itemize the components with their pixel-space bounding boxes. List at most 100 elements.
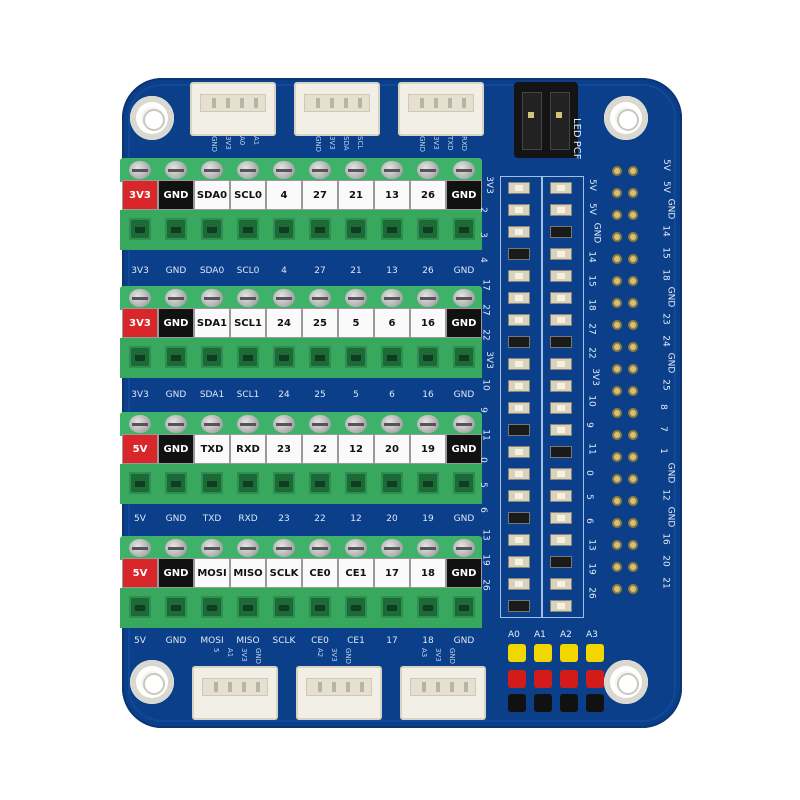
wire-clamp-opening[interactable] bbox=[381, 472, 403, 494]
terminal-screw[interactable] bbox=[381, 539, 403, 557]
terminal-screw[interactable] bbox=[309, 161, 331, 179]
wire-clamp-opening[interactable] bbox=[201, 346, 223, 368]
terminal-screw[interactable] bbox=[237, 161, 259, 179]
terminal-screw[interactable] bbox=[345, 415, 367, 433]
wire-clamp-opening[interactable] bbox=[201, 472, 223, 494]
wire-clamp-opening[interactable] bbox=[345, 346, 367, 368]
jumper-header-pin[interactable] bbox=[586, 670, 604, 688]
wire-clamp-opening[interactable] bbox=[309, 596, 331, 618]
led-pcf-jumper-block[interactable] bbox=[514, 82, 578, 158]
wire-clamp-opening[interactable] bbox=[273, 596, 295, 618]
terminal-screw[interactable] bbox=[129, 539, 151, 557]
jumper-header-pin[interactable] bbox=[508, 670, 526, 688]
terminal-screw[interactable] bbox=[129, 289, 151, 307]
terminal-screw[interactable] bbox=[309, 289, 331, 307]
wire-clamp-opening[interactable] bbox=[129, 472, 151, 494]
terminal-label: 5V bbox=[122, 558, 158, 588]
terminal-screw[interactable] bbox=[453, 415, 475, 433]
terminal-screw[interactable] bbox=[273, 415, 295, 433]
terminal-screw[interactable] bbox=[345, 289, 367, 307]
wire-clamp-opening[interactable] bbox=[309, 472, 331, 494]
jumper-header-pin[interactable] bbox=[534, 670, 552, 688]
terminal-screw[interactable] bbox=[237, 415, 259, 433]
terminal-screw[interactable] bbox=[453, 539, 475, 557]
terminal-screw[interactable] bbox=[165, 415, 187, 433]
jumper-header-pin[interactable] bbox=[534, 644, 552, 662]
wire-clamp-opening[interactable] bbox=[201, 218, 223, 240]
wire-clamp-opening[interactable] bbox=[417, 218, 439, 240]
terminal-screw[interactable] bbox=[201, 415, 223, 433]
terminal-screw[interactable] bbox=[417, 415, 439, 433]
wire-clamp-opening[interactable] bbox=[345, 472, 367, 494]
jst-pin bbox=[462, 98, 466, 108]
terminal-screw[interactable] bbox=[345, 539, 367, 557]
terminal-screw[interactable] bbox=[309, 415, 331, 433]
terminal-screw[interactable] bbox=[273, 289, 295, 307]
wire-clamp-opening[interactable] bbox=[381, 346, 403, 368]
wire-clamp-opening[interactable] bbox=[345, 596, 367, 618]
wire-clamp-opening[interactable] bbox=[129, 218, 151, 240]
terminal-screw[interactable] bbox=[417, 161, 439, 179]
wire-clamp-opening[interactable] bbox=[417, 596, 439, 618]
terminal-screw[interactable] bbox=[165, 539, 187, 557]
terminal-screw[interactable] bbox=[345, 161, 367, 179]
jumper-header-pin[interactable] bbox=[560, 644, 578, 662]
wire-clamp-opening[interactable] bbox=[165, 218, 187, 240]
wire-clamp-opening[interactable] bbox=[417, 472, 439, 494]
wire-clamp-opening[interactable] bbox=[453, 472, 475, 494]
wire-clamp-opening[interactable] bbox=[453, 218, 475, 240]
wire-clamp-opening[interactable] bbox=[237, 218, 259, 240]
wire-clamp-opening[interactable] bbox=[273, 346, 295, 368]
jumper-header-pin[interactable] bbox=[586, 644, 604, 662]
jst-pin bbox=[330, 98, 334, 108]
jumper-header-pin[interactable] bbox=[560, 694, 578, 712]
wire-clamp-opening[interactable] bbox=[237, 596, 259, 618]
terminal-screw[interactable] bbox=[165, 161, 187, 179]
terminal-screw[interactable] bbox=[201, 289, 223, 307]
terminal-screw[interactable] bbox=[129, 415, 151, 433]
terminal-screw[interactable] bbox=[273, 539, 295, 557]
jumper-header-pin[interactable] bbox=[586, 694, 604, 712]
wire-clamp-opening[interactable] bbox=[309, 346, 331, 368]
jumper-header-pin[interactable] bbox=[534, 694, 552, 712]
wire-clamp-opening[interactable] bbox=[165, 596, 187, 618]
jumper-header-pin[interactable] bbox=[508, 694, 526, 712]
terminal-label: GND bbox=[446, 180, 482, 210]
wire-clamp-opening[interactable] bbox=[381, 596, 403, 618]
wire-clamp-opening[interactable] bbox=[453, 596, 475, 618]
jumper-header-pin[interactable] bbox=[508, 644, 526, 662]
terminal-label: SDA1 bbox=[194, 308, 230, 338]
wire-clamp-opening[interactable] bbox=[273, 472, 295, 494]
terminal-screw[interactable] bbox=[237, 289, 259, 307]
jumper-header-pin[interactable] bbox=[560, 670, 578, 688]
wire-clamp-opening[interactable] bbox=[201, 596, 223, 618]
terminal-screw[interactable] bbox=[453, 289, 475, 307]
wire-clamp-opening[interactable] bbox=[345, 218, 367, 240]
terminal-screw[interactable] bbox=[381, 415, 403, 433]
pin-label: 17 bbox=[480, 279, 491, 291]
wire-clamp-opening[interactable] bbox=[129, 596, 151, 618]
terminal-screw[interactable] bbox=[417, 289, 439, 307]
terminal-screw[interactable] bbox=[381, 289, 403, 307]
terminal-screw[interactable] bbox=[453, 161, 475, 179]
terminal-screw[interactable] bbox=[165, 289, 187, 307]
wire-clamp-opening[interactable] bbox=[381, 218, 403, 240]
wire-clamp-opening[interactable] bbox=[309, 218, 331, 240]
wire-clamp-opening[interactable] bbox=[273, 218, 295, 240]
terminal-screw[interactable] bbox=[237, 539, 259, 557]
terminal-screw[interactable] bbox=[381, 161, 403, 179]
wire-clamp-opening[interactable] bbox=[237, 472, 259, 494]
terminal-screw[interactable] bbox=[129, 161, 151, 179]
wire-clamp-opening[interactable] bbox=[129, 346, 151, 368]
terminal-screw[interactable] bbox=[273, 161, 295, 179]
wire-clamp-opening[interactable] bbox=[237, 346, 259, 368]
terminal-screw[interactable] bbox=[201, 161, 223, 179]
terminal-screw[interactable] bbox=[309, 539, 331, 557]
terminal-screw[interactable] bbox=[417, 539, 439, 557]
terminal-screw[interactable] bbox=[201, 539, 223, 557]
wire-clamp-opening[interactable] bbox=[165, 346, 187, 368]
pin-label: 11 bbox=[480, 429, 491, 441]
wire-clamp-opening[interactable] bbox=[417, 346, 439, 368]
wire-clamp-opening[interactable] bbox=[453, 346, 475, 368]
wire-clamp-opening[interactable] bbox=[165, 472, 187, 494]
